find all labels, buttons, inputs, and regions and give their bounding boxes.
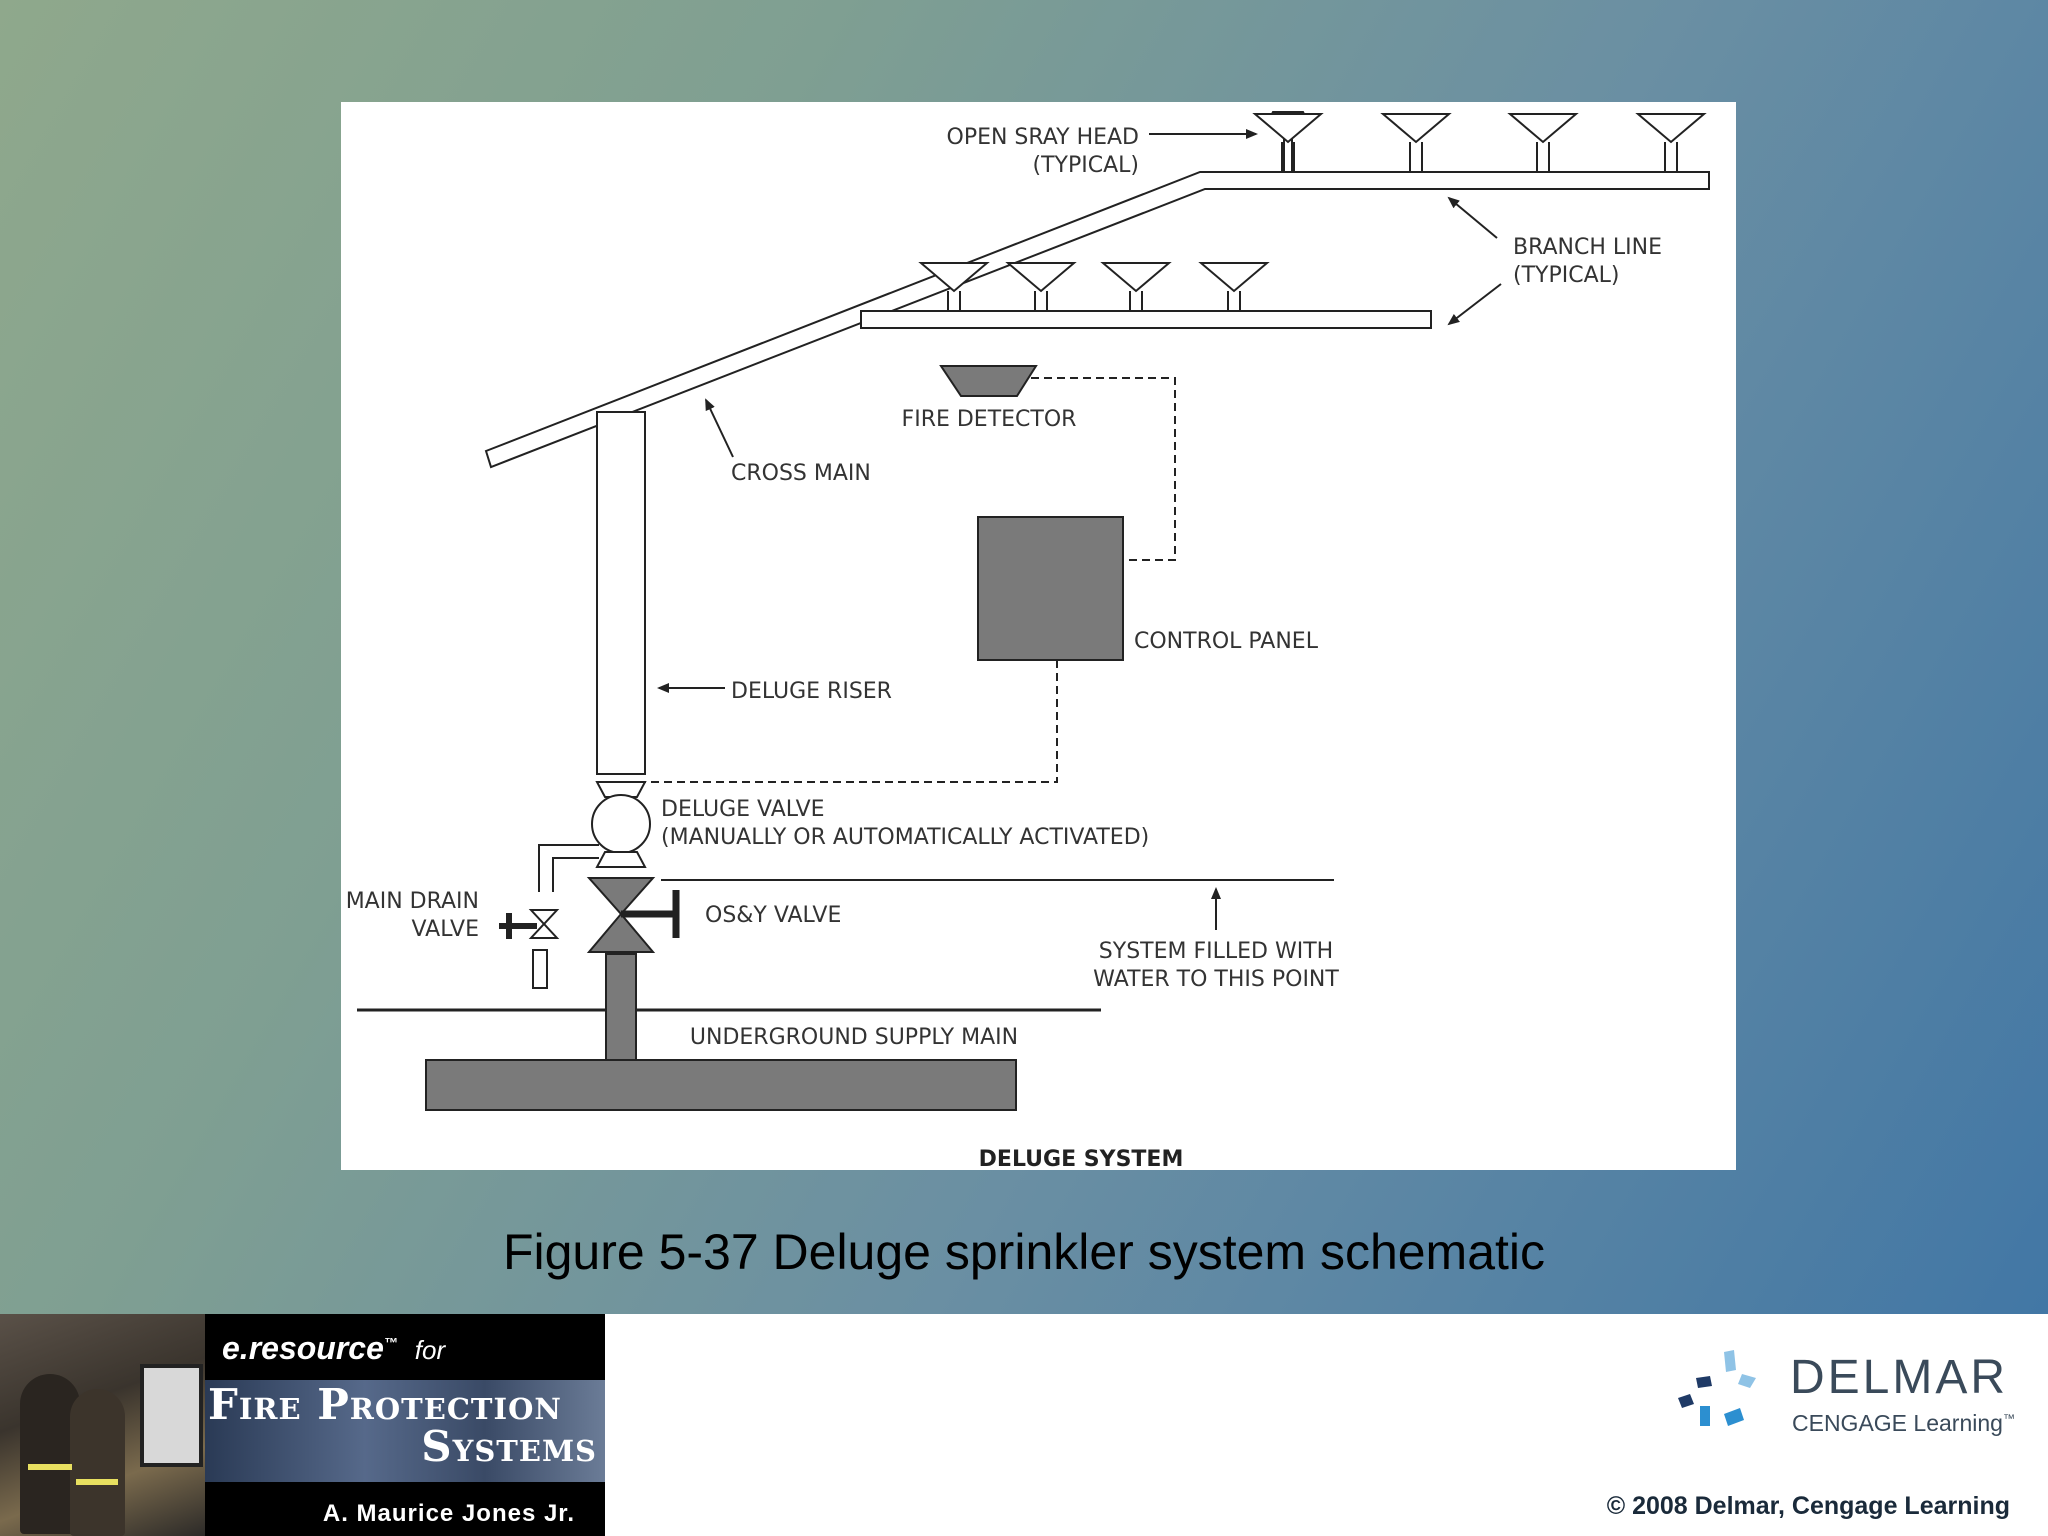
firefighters-photo — [0, 1314, 205, 1536]
label-main-drain: MAIN DRAIN — [346, 889, 479, 914]
label-deluge-riser: DELUGE RISER — [731, 679, 892, 704]
book-author: A. Maurice Jones Jr. — [322, 1500, 575, 1527]
label-branch-line: BRANCH LINE — [1513, 235, 1662, 260]
cross-main-pipe — [484, 171, 1710, 469]
spray-head-icon — [1252, 111, 1324, 173]
upper-spray-heads — [1252, 111, 1707, 173]
book-series-for: for — [414, 1335, 446, 1365]
book-banner: e.resource™ for Fire Protection Systems … — [0, 1314, 605, 1536]
footer-bar: e.resource™ for Fire Protection Systems … — [0, 1314, 2048, 1536]
main-drain-pipe — [528, 844, 599, 989]
book-title-line2: Systems — [421, 1422, 597, 1471]
copyright: © 2008 Delmar, Cengage Learning — [1606, 1492, 2010, 1520]
supply-pipe — [605, 953, 637, 1063]
label-osy-valve: OS&Y VALVE — [705, 903, 841, 928]
osy-valve-icon — [586, 877, 680, 953]
label-deluge-valve: DELUGE VALVE — [661, 797, 825, 822]
main-drain-valve-handle — [499, 913, 537, 939]
publisher-sub-text: CENGAGE Learning — [1792, 1410, 2003, 1436]
underground-supply-main — [425, 1059, 1017, 1111]
lower-spray-heads — [918, 262, 1270, 311]
book-title-line1: Fire Protection — [208, 1380, 562, 1429]
control-panel-box — [977, 516, 1124, 661]
book-series: e.resource™ for — [222, 1330, 445, 1367]
label-main-drain-valve: VALVE — [412, 917, 479, 942]
callout-arrows — [657, 129, 1502, 930]
book-series-name: e.resource — [222, 1330, 384, 1366]
spray-head-icon — [1507, 113, 1579, 172]
diagram-panel: OPEN SRAY HEAD (TYPICAL) BRANCH LINE (TY… — [341, 102, 1736, 1170]
publisher-name: DELMAR — [1790, 1351, 2009, 1404]
spray-head-icon — [1380, 113, 1452, 172]
spray-head-icon — [1198, 262, 1270, 311]
label-open-spray-head: OPEN SRAY HEAD — [947, 125, 1140, 150]
label-system-filled-2: WATER TO THIS POINT — [1093, 967, 1339, 992]
diagram-title: DELUGE SYSTEM — [979, 1147, 1184, 1170]
book-series-tm: ™ — [383, 1334, 398, 1351]
publisher-sub-tm: ™ — [2002, 1411, 2015, 1426]
spray-head-icon — [1635, 113, 1707, 172]
spray-head-icon — [1005, 262, 1077, 311]
deluge-valve-icon — [591, 781, 651, 868]
fire-detector-icon — [939, 365, 1038, 397]
figure-caption: Figure 5-37 Deluge sprinkler system sche… — [502, 1224, 1546, 1280]
label-open-spray-head-typical: (TYPICAL) — [1033, 153, 1139, 178]
publisher-sub: CENGAGE Learning™ — [1792, 1410, 2015, 1437]
label-underground-supply-main: UNDERGROUND SUPPLY MAIN — [690, 1025, 1018, 1050]
detector-signal-line — [621, 377, 1176, 783]
label-deluge-valve-note: (MANUALLY OR AUTOMATICALLY ACTIVATED) — [661, 825, 1149, 850]
deluge-riser-pipe — [596, 411, 646, 775]
spray-head-icon — [918, 262, 990, 311]
label-branch-line-typical: (TYPICAL) — [1513, 263, 1619, 288]
machinery-photo — [205, 1380, 605, 1482]
deluge-system-diagram: OPEN SRAY HEAD (TYPICAL) BRANCH LINE (TY… — [346, 111, 1710, 1170]
label-cross-main: CROSS MAIN — [731, 461, 871, 486]
spray-head-icon — [1100, 262, 1172, 311]
delmar-logo-icon — [1678, 1350, 1756, 1426]
label-fire-detector: FIRE DETECTOR — [902, 407, 1077, 432]
lower-branch-line — [860, 310, 1432, 329]
label-system-filled: SYSTEM FILLED WITH — [1099, 939, 1333, 964]
label-control-panel: CONTROL PANEL — [1134, 629, 1319, 654]
